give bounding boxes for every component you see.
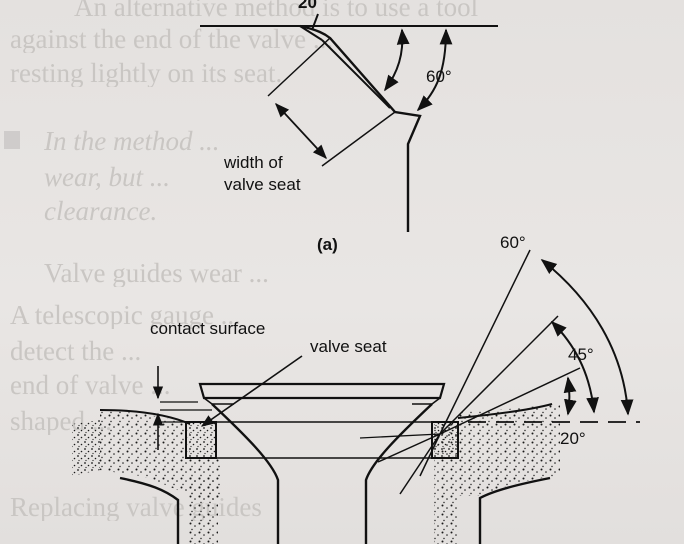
angle-arc-20-b — [563, 376, 577, 416]
ray-20-ext — [377, 433, 441, 463]
part-b-diagram: contact surface valve seat 60° 45° 20° — [72, 233, 640, 544]
valve-neck-right — [364, 403, 433, 544]
bleed-text-line: An alternative method is to use a tool — [74, 0, 479, 21]
bleed-text-line: detect the ... — [10, 338, 142, 365]
width-extension-2 — [321, 111, 396, 167]
angle-label-45-b: 45° — [568, 345, 594, 364]
angle-arc-upper — [384, 28, 410, 92]
ray-horizontal-ext — [359, 433, 441, 439]
port-outline-left — [119, 476, 180, 544]
head-material-far-left — [72, 420, 100, 476]
seat-profile — [299, 24, 422, 232]
angle-arc-60-b — [540, 259, 634, 416]
panel-label-a: (a) — [317, 235, 338, 254]
ray-60 — [439, 249, 531, 435]
width-dimension-arrow — [275, 102, 327, 160]
bleed-text-line: In the method ... — [44, 128, 220, 155]
guide-material-left — [188, 476, 218, 544]
angle-label-20: 20 — [298, 0, 317, 12]
width-extension-1 — [267, 37, 331, 97]
bleed-text-line: wear, but ... — [44, 164, 171, 191]
contact-surface-label: contact surface — [150, 319, 265, 338]
seat-insert-left — [185, 421, 217, 459]
chamfer-20-line — [299, 25, 323, 41]
valve-seat-leader — [200, 355, 303, 427]
bleed-text-line: Valve guides wear ... — [44, 260, 269, 287]
bleed-text-line: A telescopic gauge ... — [10, 302, 241, 329]
angle-label-60-upper: 60° — [426, 67, 452, 86]
bleed-text-line: resting lightly on its seat. — [10, 60, 283, 87]
angle-label-20-b: 20° — [560, 429, 586, 448]
width-label-line1: width of — [223, 153, 283, 172]
angle-arc-45-b — [550, 320, 599, 414]
bleed-bullet — [4, 131, 20, 149]
bleed-text-line: against the end of the valve ... — [10, 26, 334, 53]
head-material-right — [458, 404, 560, 496]
ray-45-ext — [399, 433, 441, 495]
bleed-text-line: end of valve ... — [10, 372, 171, 399]
angle-label-60-b: 60° — [500, 233, 526, 252]
chamfer-tick — [311, 13, 319, 31]
ray-60-ext — [419, 433, 441, 477]
bleed-text-line: clearance. — [44, 198, 158, 225]
valve-neck-left — [211, 403, 280, 544]
angle-arc-60 — [416, 28, 453, 112]
valve-head-face — [198, 382, 446, 400]
seat-profile-inner — [321, 39, 391, 109]
port-outline-right — [478, 476, 551, 544]
valve-seat-label: valve seat — [310, 337, 387, 356]
part-a-diagram: 20 60° width of valve seat (a) — [200, 0, 498, 254]
width-label-line2: valve seat — [224, 175, 301, 194]
ray-45 — [439, 315, 559, 435]
